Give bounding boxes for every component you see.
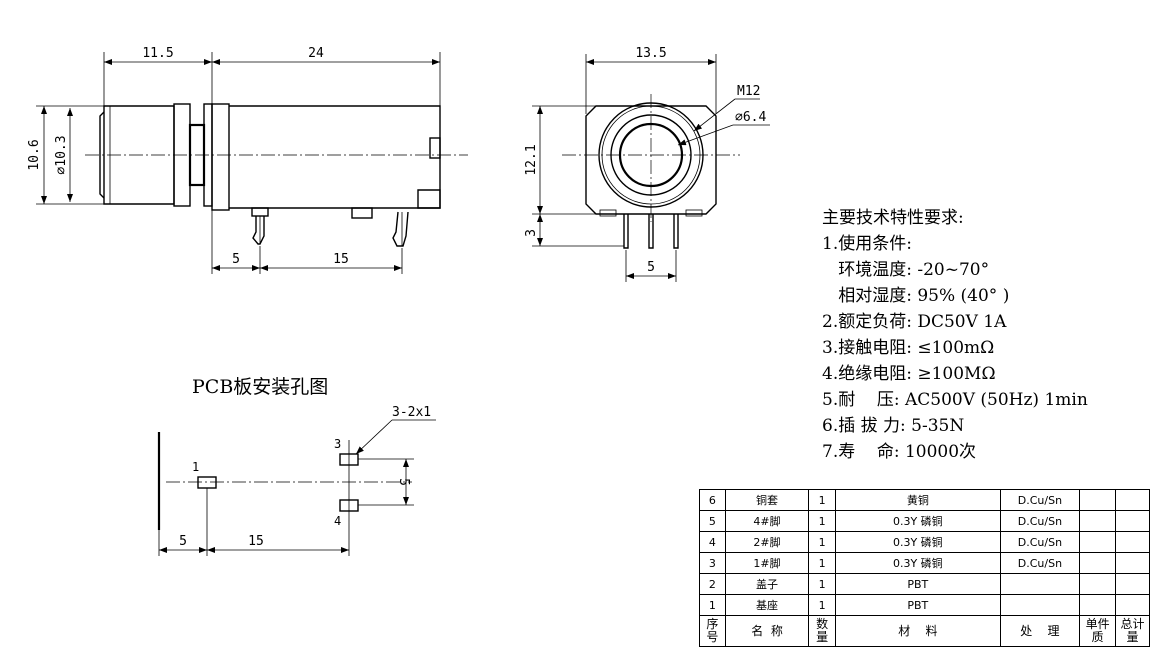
- bom-cell-unit-mass: [1079, 489, 1117, 511]
- bom-cell-finish: D.Cu/Sn: [999, 552, 1081, 574]
- dim-front-height: 12.1: [524, 144, 539, 175]
- bom-cell-unit-mass: [1079, 552, 1117, 574]
- bom-cell-name: 铜套: [724, 489, 810, 511]
- requirement-line: 7.寿 命: 10000次: [822, 442, 977, 462]
- dim-pcb-bottom-right: 15: [248, 534, 264, 549]
- bom-cell-qty: 1: [808, 552, 837, 574]
- bom-header-qty: 数量: [808, 615, 837, 647]
- bom-cell-no: 4: [699, 531, 726, 553]
- bom-cell-no: 1: [699, 594, 726, 616]
- dim-side-bottom-right: 15: [333, 252, 349, 267]
- bom-cell-finish: D.Cu/Sn: [999, 531, 1081, 553]
- bom-cell-no: 5: [699, 510, 726, 532]
- bom-cell-material: 0.3Y 磷铜: [835, 510, 1001, 532]
- dim-side-left-inner: ⌀10.3: [54, 135, 69, 174]
- dim-side-top-left: 11.5: [142, 46, 173, 61]
- requirement-line: 3.接触电阻: ≤100mΩ: [822, 338, 995, 358]
- requirement-line: 2.额定负荷: DC50V 1A: [822, 312, 1007, 332]
- pcb-title: PCB板安装孔图: [192, 376, 329, 398]
- bom-header-total: 总计量: [1115, 615, 1150, 647]
- requirement-line: 5.耐 压: AC500V (50Hz) 1min: [822, 390, 1088, 410]
- bom-cell-qty: 1: [808, 594, 837, 616]
- requirement-line: 6.插 拔 力: 5-35N: [822, 416, 965, 436]
- bom-header-finish: 处 理: [999, 615, 1081, 647]
- bom-header-no: 序号: [699, 615, 726, 647]
- bom-cell-unit-mass: [1079, 573, 1117, 595]
- technical-requirements: 主要技术特性要求: 1.使用条件: 环境温度: -20~70° 相对湿度: 95…: [822, 205, 1088, 465]
- bom-cell-material: 黄铜: [835, 489, 1001, 511]
- dim-side-left-outer: 10.6: [27, 139, 42, 170]
- bom-cell-material: 0.3Y 磷铜: [835, 531, 1001, 553]
- bom-cell-material: PBT: [835, 573, 1001, 595]
- bom-cell-name: 基座: [724, 594, 810, 616]
- bom-cell-name: 4#脚: [724, 510, 810, 532]
- bom-cell-no: 3: [699, 552, 726, 574]
- dim-side-top-right: 24: [308, 46, 324, 61]
- callout-hole: ⌀6.4: [735, 110, 766, 125]
- dim-pcb-right: 5: [396, 478, 411, 486]
- bom-cell-unit-mass: [1079, 510, 1117, 532]
- bom-cell-material: PBT: [835, 594, 1001, 616]
- dim-front-width: 13.5: [635, 46, 666, 61]
- pcb-pin-4: 4: [334, 514, 341, 528]
- bom-cell-finish: D.Cu/Sn: [999, 489, 1081, 511]
- dim-side-bottom-left: 5: [232, 252, 240, 267]
- bom-cell-total-mass: [1115, 531, 1150, 553]
- bom-cell-name: 盖子: [724, 573, 810, 595]
- bom-header-name: 名 称: [724, 615, 810, 647]
- requirements-title: 主要技术特性要求:: [822, 208, 964, 228]
- dim-pcb-bottom-left: 5: [179, 534, 187, 549]
- requirement-line: 4.绝缘电阻: ≥100MΩ: [822, 364, 996, 384]
- bom-header-material: 材 料: [835, 615, 1001, 647]
- bom-cell-qty: 1: [808, 510, 837, 532]
- requirement-line: 1.使用条件:: [822, 234, 912, 254]
- callout-thread: M12: [737, 84, 760, 99]
- bom-cell-name: 2#脚: [724, 531, 810, 553]
- pcb-pin-3: 3: [334, 437, 341, 451]
- bom-cell-finish: D.Cu/Sn: [999, 510, 1081, 532]
- side-view: 11.5 24 10.6 ⌀10.3 5 15: [27, 46, 468, 274]
- bom-cell-finish: [999, 573, 1081, 595]
- bom-cell-name: 1#脚: [724, 552, 810, 574]
- bom-cell-unit-mass: [1079, 594, 1117, 616]
- bom-cell-unit-mass: [1079, 531, 1117, 553]
- bom-cell-total-mass: [1115, 510, 1150, 532]
- bom-cell-total-mass: [1115, 489, 1150, 511]
- bom-cell-no: 6: [699, 489, 726, 511]
- bom-header-unit: 单件质: [1079, 615, 1117, 647]
- bom-cell-qty: 1: [808, 489, 837, 511]
- pcb-pin-1: 1: [192, 460, 199, 474]
- bom-cell-total-mass: [1115, 573, 1150, 595]
- pcb-layout: 1 3 4 3-2x1 5 5 15: [157, 405, 436, 556]
- requirement-line: 相对湿度: 95% (40° ): [822, 286, 1010, 306]
- pcb-slot-4: [339, 499, 359, 512]
- pcb-slot-1: [197, 476, 217, 489]
- bom-cell-total-mass: [1115, 552, 1150, 574]
- bom-cell-finish: [999, 594, 1081, 616]
- pcb-slot-spec: 3-2x1: [392, 405, 431, 420]
- front-view: 13.5 12.1 3 5 M12 ⌀6.4: [524, 46, 770, 282]
- bom-cell-material: 0.3Y 磷铜: [835, 552, 1001, 574]
- dim-front-pin-spacing: 5: [647, 260, 655, 275]
- bom-cell-no: 2: [699, 573, 726, 595]
- bom-cell-total-mass: [1115, 594, 1150, 616]
- bom-cell-qty: 1: [808, 531, 837, 553]
- pcb-slot-3: [339, 453, 359, 466]
- bom-cell-qty: 1: [808, 573, 837, 595]
- bom-header-row: 序号 名 称 数量 材 料 处 理 单件质 总计量: [699, 615, 1150, 647]
- dim-front-pin: 3: [524, 229, 539, 237]
- requirement-line: 环境温度: -20~70°: [822, 260, 990, 280]
